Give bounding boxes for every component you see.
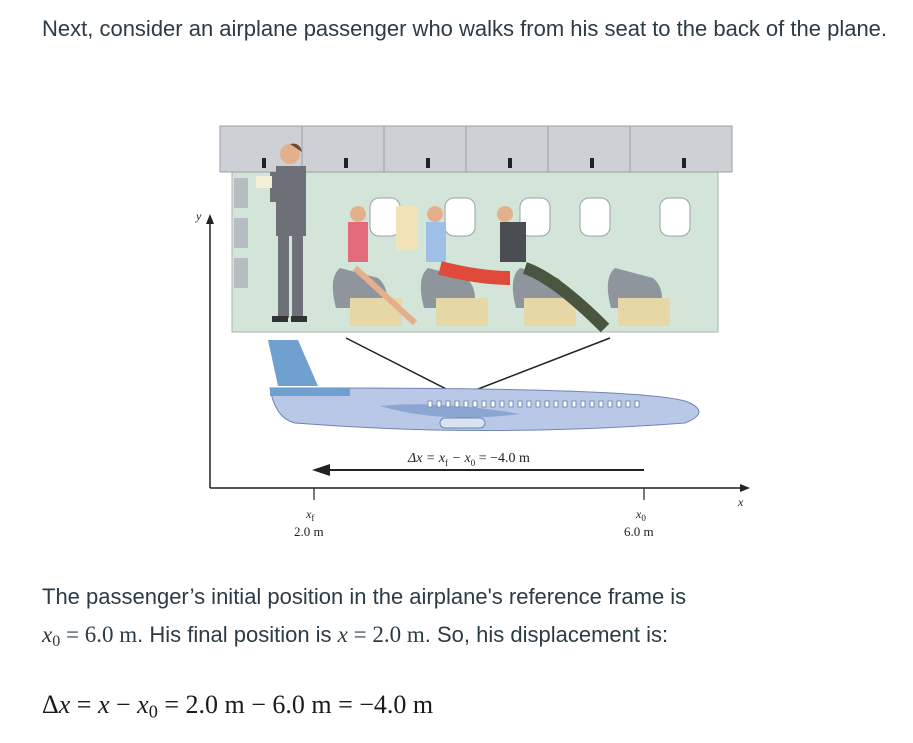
cabin-windows (369, 197, 691, 237)
airplane-side-view (268, 340, 700, 431)
airplane-figure: Δx = xf − x0 = −4.0 m y x xf 2.0 m x0 6.… (170, 118, 770, 548)
final-position-math: x = 2.0 m (337, 622, 425, 647)
explanation-paragraph: The passenger’s initial position in the … (42, 578, 892, 661)
y-axis (206, 214, 214, 488)
projection-line-left (345, 337, 461, 397)
displacement-equation: Δx = x − x0 = 2.0 m − 6.0 m = −4.0 m (42, 690, 434, 722)
walking-passenger (256, 143, 307, 322)
x0-symbol: x0 (635, 507, 646, 523)
para-part3: . So, his displacement is: (424, 622, 669, 647)
xf-symbol: xf (305, 507, 314, 523)
para-part2: . His final position is (137, 622, 338, 647)
x0-value: 6.0 m (624, 524, 654, 539)
airplane-diagram: Δx = xf − x0 = −4.0 m y x xf 2.0 m x0 6.… (195, 125, 750, 539)
y-axis-label: y (195, 209, 202, 223)
para-part1: The passenger’s initial position in the … (42, 584, 687, 609)
intro-text: Next, consider an airplane passenger who… (42, 16, 888, 41)
xf-value: 2.0 m (294, 524, 324, 539)
displacement-arrow (312, 464, 644, 476)
rear-seats (234, 178, 248, 288)
airplane-windows (427, 400, 640, 408)
overhead-bins (219, 125, 733, 173)
seated-passengers (348, 206, 610, 333)
projection-line-right (459, 337, 611, 397)
initial-position-math: x0 = 6.0 m (42, 622, 138, 651)
displacement-label: Δx = xf − x0 = −4.0 m (407, 451, 530, 468)
x-axis-label: x (737, 495, 744, 509)
x-axis (210, 484, 750, 492)
